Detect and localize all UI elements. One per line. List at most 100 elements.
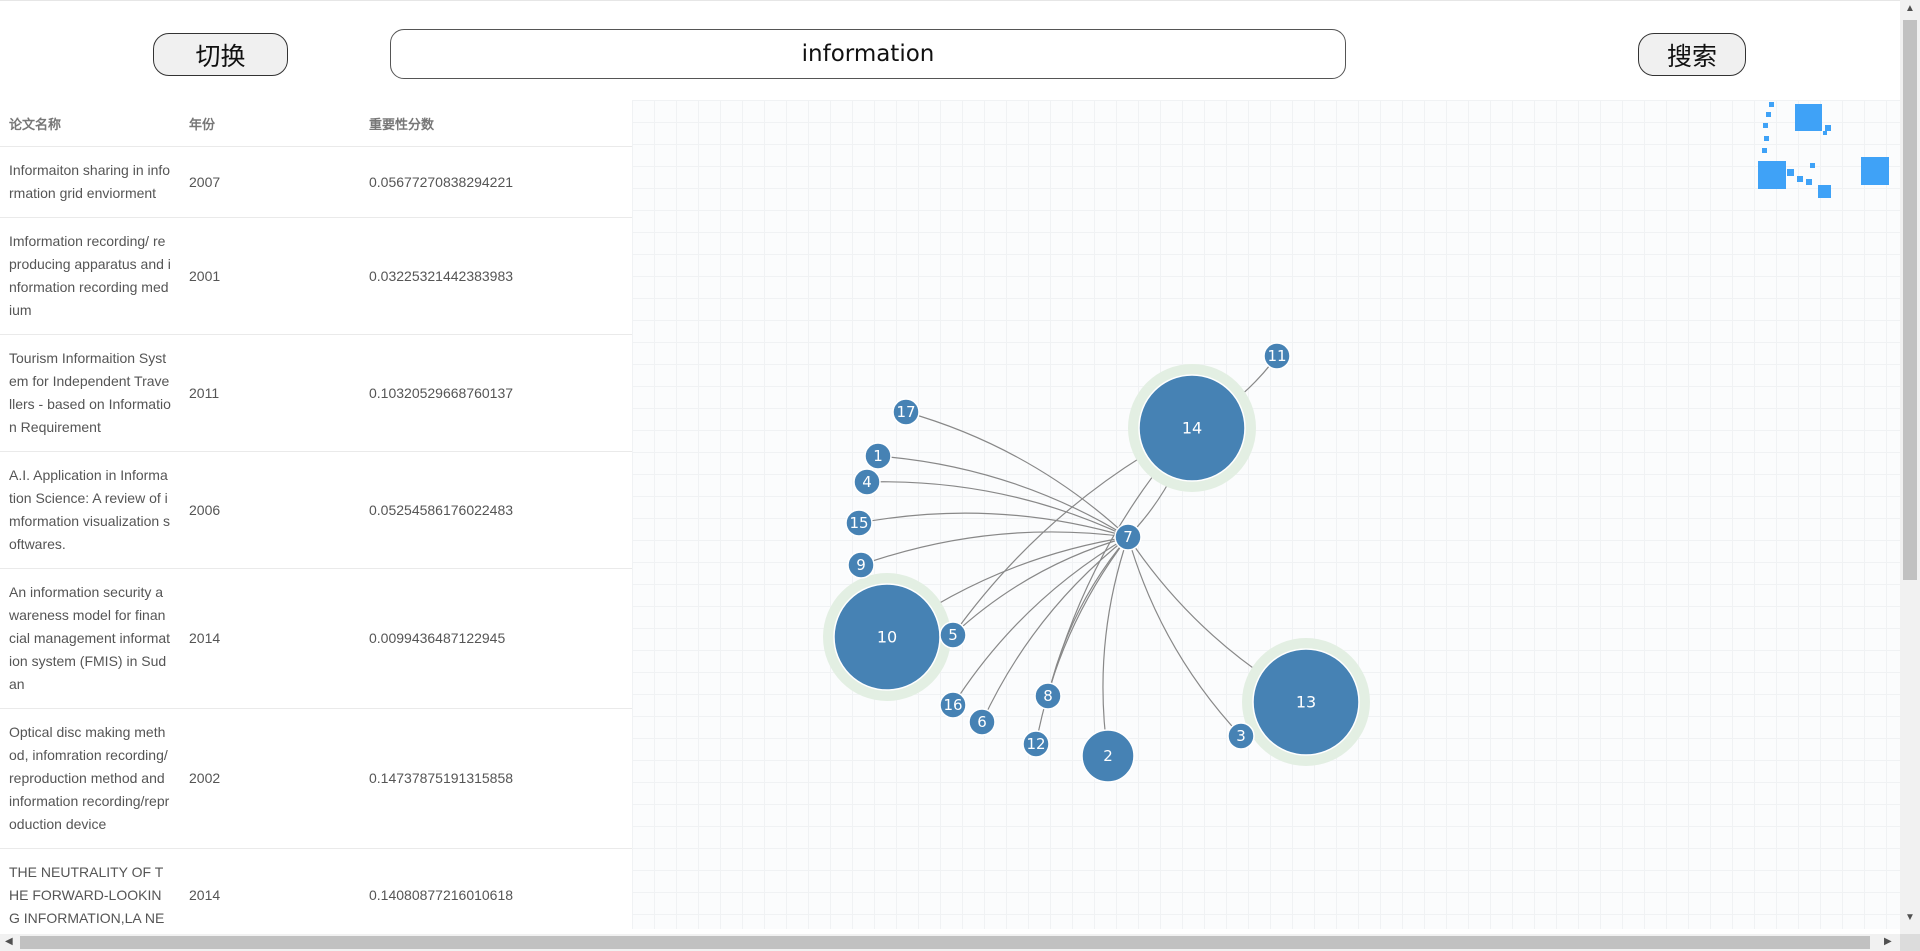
minimap-square [1787, 169, 1794, 176]
graph-node-10[interactable]: 10 [823, 573, 951, 701]
graph-node-3[interactable]: 3 [1227, 722, 1255, 750]
table-row[interactable]: THE NEUTRALITY OF THE FORWARD-LOOKING IN… [0, 848, 632, 929]
score-cell: 0.03225321442383983 [360, 217, 632, 335]
paper-title-cell: An information security awareness model … [0, 568, 180, 709]
graph-link-7-8 [1047, 536, 1129, 697]
horizontal-scrollbar[interactable]: ◀ ▶ [0, 934, 1900, 951]
node-circle[interactable] [1022, 730, 1050, 758]
header-year[interactable]: 年份 [180, 100, 360, 147]
node-label: 16 [943, 696, 962, 714]
paper-title-cell: Imformation recording/ reproducing appar… [0, 217, 180, 335]
year-cell: 2007 [180, 146, 360, 218]
minimap-square [1806, 179, 1812, 185]
table-row[interactable]: Imformation recording/ reproducing appar… [0, 217, 632, 335]
node-circle[interactable] [845, 509, 873, 537]
scroll-right-arrow-icon[interactable]: ▶ [1884, 936, 1892, 947]
year-cell: 2014 [180, 568, 360, 709]
node-label: 4 [862, 473, 872, 491]
table-row[interactable]: A.I. Application in Information Science:… [0, 451, 632, 569]
graph-node-1[interactable]: 1 [864, 442, 892, 470]
graph-link-7-5 [952, 536, 1129, 636]
graph-node-11[interactable]: 11 [1263, 342, 1291, 370]
header-paper-title[interactable]: 论文名称 [0, 100, 180, 147]
node-label: 7 [1123, 528, 1133, 546]
graph-minimap [1758, 102, 1889, 198]
scrollbar-corner [1900, 934, 1920, 951]
node-circle[interactable] [864, 442, 892, 470]
node-circle[interactable] [1252, 648, 1360, 756]
network-graph[interactable]: 7 14 10 13 2 11 17 14 15 9 5 16 6 8 12 3 [632, 100, 1900, 929]
node-label: 3 [1236, 727, 1246, 745]
graph-node-4[interactable]: 4 [853, 468, 881, 496]
graph-nodes: 7 14 10 13 2 11 17 14 15 9 5 16 6 8 12 3 [823, 342, 1370, 783]
year-cell: 2001 [180, 217, 360, 335]
node-circle[interactable] [892, 398, 920, 426]
paper-title-cell: Informaiton sharing in information grid … [0, 146, 180, 218]
node-circle[interactable] [1034, 682, 1062, 710]
node-label: 13 [1296, 693, 1316, 712]
node-circle[interactable] [1263, 342, 1291, 370]
graph-link-7-6 [981, 536, 1129, 723]
top-border [0, 0, 1900, 1]
table-row[interactable]: Tourism Informaition System for Independ… [0, 334, 632, 452]
score-cell: 0.10320529668760137 [360, 334, 632, 452]
graph-node-15[interactable]: 15 [845, 509, 873, 537]
score-cell: 0.05677270838294221 [360, 146, 632, 218]
node-circle[interactable] [939, 621, 967, 649]
graph-node-8[interactable]: 8 [1034, 682, 1062, 710]
graph-node-14[interactable]: 14 [1128, 364, 1256, 492]
minimap-square [1818, 185, 1831, 198]
paper-table-container: 论文名称 年份 重要性分数 Informaiton sharing in inf… [0, 100, 632, 929]
vertical-scrollbar[interactable]: ▲ ▼ [1900, 0, 1920, 934]
search-button[interactable]: 搜索 [1638, 33, 1746, 76]
vertical-scroll-thumb[interactable] [1903, 20, 1917, 580]
scroll-down-arrow-icon[interactable]: ▼ [1905, 912, 1915, 923]
switch-button[interactable]: 切换 [153, 33, 288, 76]
header-importance-score[interactable]: 重要性分数 [360, 100, 632, 147]
node-circle[interactable] [1114, 523, 1142, 551]
graph-node-2[interactable]: 2 [1081, 729, 1135, 783]
graph-node-17[interactable]: 17 [892, 398, 920, 426]
search-input[interactable] [390, 29, 1346, 79]
node-circle[interactable] [939, 691, 967, 719]
node-label: 17 [896, 403, 915, 421]
table-header-row: 论文名称 年份 重要性分数 [0, 100, 632, 147]
minimap-square [1810, 163, 1815, 168]
node-label: 10 [877, 628, 897, 647]
node-label: 1 [873, 447, 883, 465]
minimap-square [1758, 161, 1786, 189]
node-circle[interactable] [1081, 729, 1135, 783]
scroll-left-arrow-icon[interactable]: ◀ [5, 936, 13, 947]
graph-node-16[interactable]: 16 [939, 691, 967, 719]
node-circle[interactable] [1138, 374, 1246, 482]
graph-link-7-16 [952, 536, 1129, 706]
node-circle[interactable] [968, 708, 996, 736]
graph-node-9[interactable]: 9 [847, 551, 875, 579]
node-label: 12 [1026, 735, 1045, 753]
graph-node-12[interactable]: 12 [1022, 730, 1050, 758]
paper-title-cell: THE NEUTRALITY OF THE FORWARD-LOOKING IN… [0, 848, 180, 929]
score-cell: 0.14737875191315858 [360, 708, 632, 849]
graph-node-7[interactable]: 7 [1114, 523, 1142, 551]
graph-node-13[interactable]: 13 [1242, 638, 1370, 766]
table-row[interactable]: Optical disc making method, infomration … [0, 708, 632, 849]
node-circle[interactable] [1227, 722, 1255, 750]
graph-node-6[interactable]: 6 [968, 708, 996, 736]
node-label: 6 [977, 713, 987, 731]
scroll-up-arrow-icon[interactable]: ▲ [1905, 3, 1915, 14]
year-cell: 2011 [180, 334, 360, 452]
node-label: 11 [1267, 347, 1286, 365]
node-circle[interactable] [847, 551, 875, 579]
graph-link-7-4 [866, 481, 1129, 538]
year-cell: 2014 [180, 848, 360, 929]
table-row[interactable]: An information security awareness model … [0, 568, 632, 709]
node-circle[interactable] [853, 468, 881, 496]
horizontal-scroll-thumb[interactable] [20, 936, 1870, 949]
graph-node-5[interactable]: 5 [939, 621, 967, 649]
minimap-square [1766, 112, 1771, 117]
graph-link-7-12 [1035, 536, 1129, 745]
year-cell: 2006 [180, 451, 360, 569]
paper-title-cell: Optical disc making method, infomration … [0, 708, 180, 849]
table-row[interactable]: Informaiton sharing in information grid … [0, 146, 632, 218]
